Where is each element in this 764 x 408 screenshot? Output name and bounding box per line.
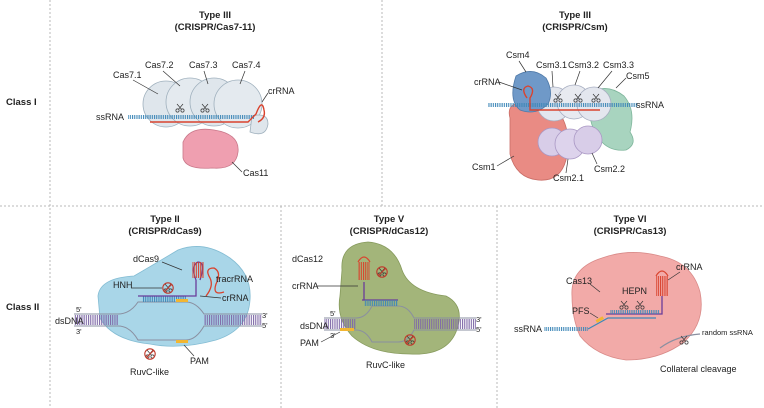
label-cas13: Cas13 (566, 276, 592, 286)
pfs-site (595, 316, 604, 323)
label-csm3-3: Csm3.3 (603, 60, 634, 70)
random-ssrna-strand (659, 333, 701, 349)
pam-site (176, 340, 188, 343)
label-crrna: crRNA (676, 262, 703, 272)
dsdna-right-rungs (204, 315, 262, 325)
csm2-proteins (537, 125, 603, 160)
panel-type-title: Type V (374, 214, 405, 225)
label-cas7-4: Cas7.4 (232, 60, 261, 70)
target-strand (142, 296, 186, 302)
row-label-class1: Class I (6, 97, 37, 108)
ruvc-inactive-icon (145, 349, 155, 359)
label-csm3-1: Csm3.1 (536, 60, 567, 70)
label-5prime: 5' (262, 321, 268, 330)
pam-site (176, 299, 188, 302)
label-dcas12: dCas12 (292, 254, 323, 264)
panel-type3-csm: Type III (CRISPR/Csm) Csm4 Csm3.1 Csm3.2 (472, 10, 664, 183)
cas11-protein (182, 128, 239, 169)
crrna-strand (523, 85, 600, 111)
panel-type-title: Type III (559, 10, 591, 21)
label-hepn: HEPN (622, 286, 647, 296)
label-csm5: Csm5 (626, 71, 650, 81)
label-csm3-2: Csm3.2 (568, 60, 599, 70)
tracrrna-strand (205, 267, 225, 297)
label-collateral-cleavage: Collateral cleavage (660, 364, 737, 374)
label-dsdna: dsDNA (55, 316, 84, 326)
dsdna-right-rungs (414, 319, 476, 329)
panel-type6-cas13: Type VI (CRISPR/Cas13) Cas13 HEPN crRNA … (514, 214, 753, 374)
label-cas7-2: Cas7.2 (145, 60, 174, 70)
label-cas11: Cas11 (243, 168, 268, 178)
label-dcas9: dCas9 (133, 254, 159, 264)
label-ssrna: ssRNA (636, 100, 664, 110)
label-csm2-1: Csm2.1 (553, 173, 584, 183)
label-pam: PAM (190, 356, 209, 366)
panel-system-title: (CRISPR/dCas12) (350, 226, 429, 237)
dsdna-left-rungs (324, 319, 356, 329)
pam-site (340, 328, 354, 331)
panel-system-title: (CRISPR/Csm) (542, 22, 607, 33)
dsdna-left-rungs (74, 315, 118, 325)
ssrna-strand (544, 327, 588, 331)
label-csm4: Csm4 (506, 50, 530, 60)
cas7-subunits (142, 77, 269, 135)
panel-type-title: Type II (150, 214, 179, 225)
panel-system-title: (CRISPR/Cas7-11) (175, 22, 256, 33)
crrna-hairpin (656, 276, 668, 296)
label-ruvc: RuvC-like (130, 367, 169, 377)
row-label-class2: Class II (6, 302, 39, 313)
label-hnh: HNH (113, 280, 133, 290)
label-ssrna: ssRNA (96, 112, 124, 122)
label-5prime: 5' (476, 325, 482, 334)
label-cas7-1: Cas7.1 (113, 70, 142, 80)
panel-type3-cas7-11: Type III (CRISPR/Cas7-11) Cas7.1 Cas7.2 … (96, 10, 295, 178)
panel-type-title: Type III (199, 10, 231, 21)
label-cas7-3: Cas7.3 (189, 60, 218, 70)
label-5prime: 5' (76, 305, 82, 314)
label-csm1: Csm1 (472, 162, 496, 172)
label-crrna: crRNA (268, 86, 295, 96)
label-pam: PAM (300, 338, 319, 348)
label-csm2-2: Csm2.2 (594, 164, 625, 174)
target-strand (364, 300, 398, 306)
panel-system-title: (CRISPR/dCas9) (128, 226, 201, 237)
dcas12-protein (338, 241, 460, 355)
crrna-hairpin (358, 262, 370, 280)
panel-type-title: Type VI (613, 214, 646, 225)
label-crrna: crRNA (292, 281, 319, 291)
label-crrna: crRNA (222, 293, 249, 303)
label-crrna: crRNA (474, 77, 501, 87)
crrna-hairpin (192, 262, 204, 278)
crrna-strand (150, 104, 266, 123)
label-3prime: 3' (476, 315, 482, 324)
label-3prime: 3' (262, 311, 268, 320)
label-random-ssrna: random ssRNA (702, 328, 753, 337)
panel-type5-dcas12: Type V (CRISPR/dCas12) dCas12 crRNA dsDN… (292, 214, 482, 370)
label-ssrna: ssRNA (514, 324, 542, 334)
ssrna-strand (128, 115, 254, 119)
label-ruvc: RuvC-like (366, 360, 405, 370)
panel-type2-dcas9: Type II (CRISPR/dCas9) dCas9 tracrRNA HN… (55, 214, 268, 377)
label-dsdna: dsDNA (300, 321, 329, 331)
ssrna-strand (488, 103, 638, 107)
dsdna-bottom-strand (74, 325, 262, 341)
label-pfs: PFS (572, 306, 590, 316)
label-5prime: 5' (330, 309, 336, 318)
label-tracrrna: tracrRNA (216, 274, 253, 284)
panel-system-title: (CRISPR/Cas13) (594, 226, 667, 237)
label-3prime: 3' (76, 327, 82, 336)
